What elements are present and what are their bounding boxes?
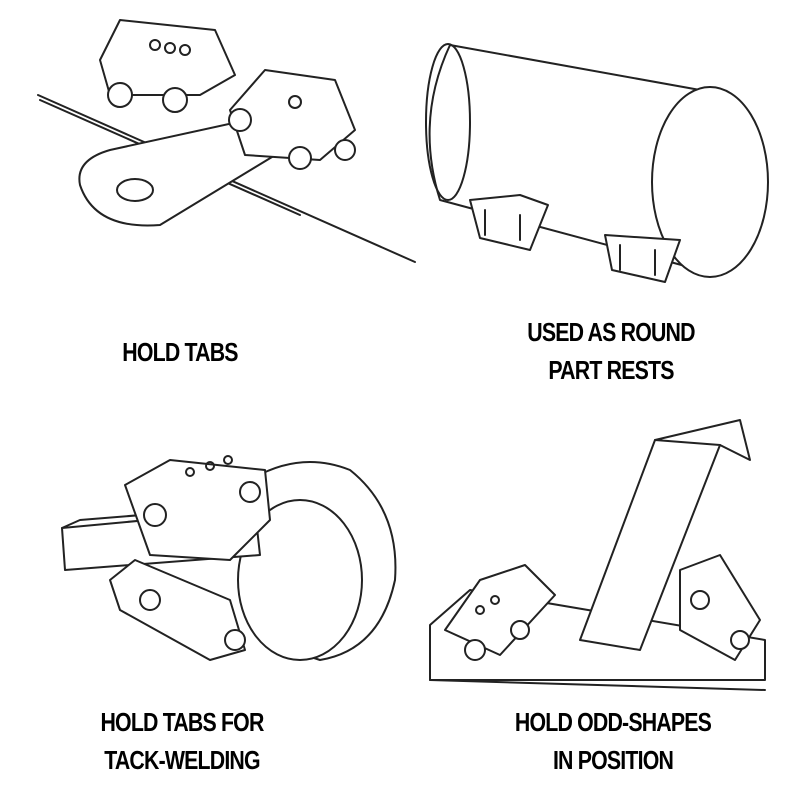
caption-hold-tabs: HOLD TABS xyxy=(98,333,262,371)
caption-line: PART RESTS xyxy=(548,355,674,385)
odd-shapes-illustration xyxy=(429,419,766,691)
caption-line: TACK-WELDING xyxy=(104,745,260,775)
hold-tabs-illustration xyxy=(37,19,416,263)
caption-round-part-rests: USED AS ROUND PART RESTS xyxy=(509,313,714,389)
caption-odd-shapes: HOLD ODD-SHAPES IN POSITION xyxy=(494,703,732,779)
caption-tack-welding: HOLD TABS FOR TACK-WELDING xyxy=(80,703,285,779)
caption-line: HOLD TABS FOR xyxy=(100,707,264,737)
caption-line: IN POSITION xyxy=(552,745,674,775)
caption-line: HOLD TABS xyxy=(122,337,238,367)
round-part-rests-illustration xyxy=(425,43,769,283)
tack-welding-illustration xyxy=(61,455,397,661)
caption-line: HOLD ODD-SHAPES xyxy=(514,707,712,737)
caption-line: USED AS ROUND xyxy=(527,317,695,347)
